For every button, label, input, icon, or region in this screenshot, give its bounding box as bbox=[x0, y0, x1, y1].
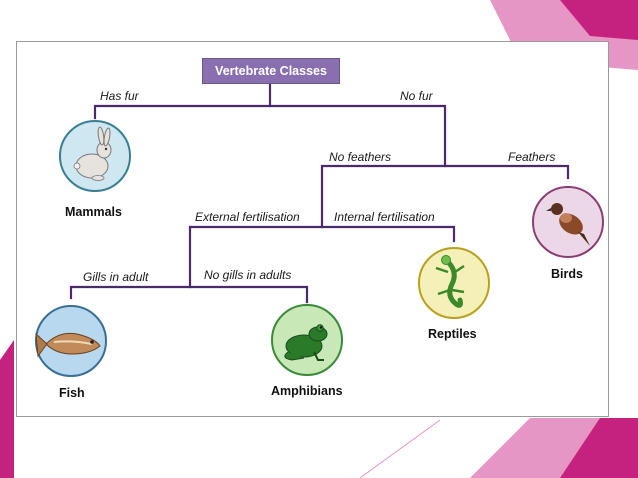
classification-tree bbox=[35, 82, 604, 377]
edge-label-no-fur: No fur bbox=[400, 89, 433, 103]
reptiles-node bbox=[418, 247, 490, 319]
accent-shape-left bbox=[0, 340, 14, 478]
feathers-branch bbox=[320, 164, 570, 229]
lizard-icon bbox=[435, 255, 465, 308]
class-label-reptiles: Reptiles bbox=[428, 327, 477, 341]
birds-node bbox=[532, 186, 604, 258]
edge-label-external-fertilisation: External fertilisation bbox=[195, 210, 300, 224]
edge-label-has-fur: Has fur bbox=[100, 89, 139, 103]
edge-label-no-gills-in-adults: No gills in adults bbox=[204, 268, 292, 282]
fish-node bbox=[35, 305, 107, 377]
edge-label-internal-fertilisation: Internal fertilisation bbox=[334, 210, 435, 224]
gills-branch bbox=[69, 285, 309, 304]
diagram-title: Vertebrate Classes bbox=[202, 58, 340, 84]
mammals-node bbox=[59, 120, 131, 192]
class-label-birds: Birds bbox=[551, 267, 583, 281]
bird-icon bbox=[546, 203, 590, 246]
fertilisation-branch bbox=[188, 225, 456, 289]
accent-shape-bottom-dark bbox=[560, 418, 638, 478]
edge-label-no-feathers: No feathers bbox=[329, 150, 392, 164]
fish-icon bbox=[35, 332, 101, 358]
fur-branch bbox=[93, 104, 447, 168]
tree-connectors bbox=[69, 82, 570, 304]
frog-icon bbox=[284, 324, 328, 361]
class-label-mammals: Mammals bbox=[65, 205, 122, 219]
edge-label-feathers: Feathers bbox=[508, 150, 556, 164]
class-label-fish: Fish bbox=[59, 386, 85, 400]
amphibians-node bbox=[271, 304, 343, 376]
edge-label-gills-in-adult: Gills in adult bbox=[83, 270, 149, 284]
rabbit-icon bbox=[73, 126, 112, 181]
class-label-amphibians: Amphibians bbox=[271, 384, 343, 398]
accent-thin-line bbox=[359, 419, 441, 478]
accent-shape-top-dark bbox=[560, 0, 638, 40]
